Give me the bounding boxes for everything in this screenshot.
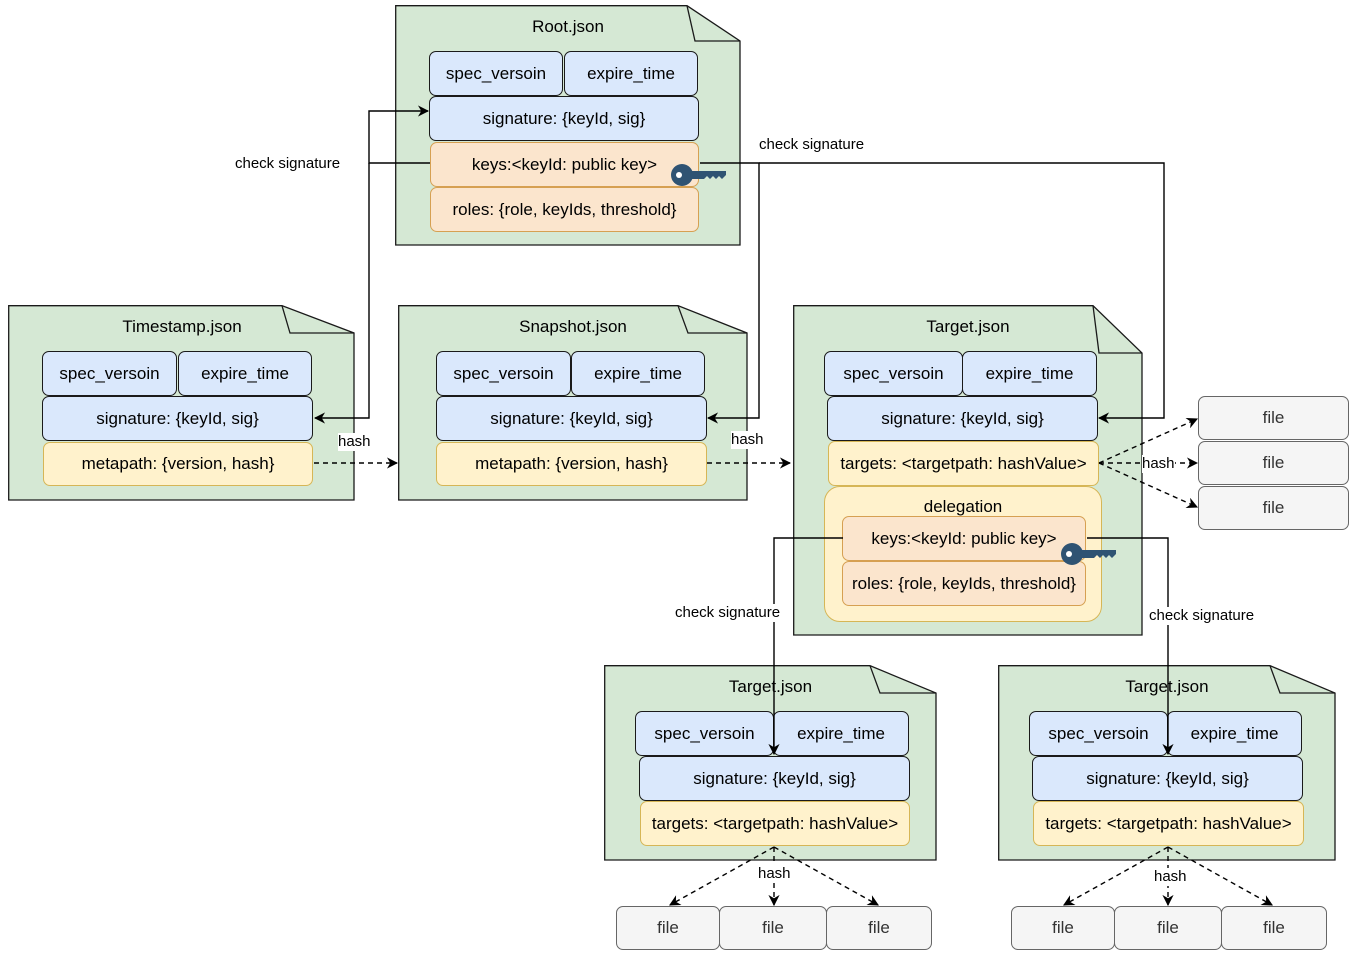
check-signature-connector [759,162,1165,424]
targets-field[interactable]: targets: <targetpath: hashValue> [828,441,1099,486]
file-box[interactable]: file [826,906,932,950]
keys-field[interactable]: keys:<keyId: public key> [430,142,699,187]
signature-field[interactable]: signature: {keyId, sig} [1032,756,1303,801]
targets-field[interactable]: targets: <targetpath: hashValue> [640,801,910,846]
metapath-field[interactable]: metapath: {version, hash} [43,442,313,486]
document-title: Snapshot.json [519,317,627,336]
hash-connector [1167,846,1273,906]
check-signature-connector [368,105,430,164]
file-box[interactable]: file [719,906,827,950]
delegation-keys-field[interactable]: keys:<keyId: public key> [842,516,1086,561]
check-signature-label: check signature [1149,607,1255,625]
spec-version-field[interactable]: spec_versoin [429,51,563,96]
hash-label: hash [758,865,791,883]
expire-time-field[interactable]: expire_time [571,351,705,396]
document-title: Target.json [728,677,813,696]
spec-version-field[interactable]: spec_versoin [436,351,571,396]
spec-version-field[interactable]: spec_versoin [1029,711,1168,756]
target-json-document: Target.json spec_versoin expire_time sig… [793,305,1143,636]
expire-time-field[interactable]: expire_time [962,351,1097,396]
file-box[interactable]: file [616,906,720,950]
targets-field[interactable]: targets: <targetpath: hashValue> [1033,801,1304,846]
signature-field[interactable]: signature: {keyId, sig} [429,96,699,141]
file-box[interactable]: file [1198,441,1349,485]
expire-time-field[interactable]: expire_time [564,51,698,96]
spec-version-field[interactable]: spec_versoin [824,351,963,396]
expire-time-field[interactable]: expire_time [773,711,909,756]
key-icon [1061,543,1116,565]
root-json-document: Root.json spec_versoin expire_time signa… [395,5,741,246]
hash-label: hash [1142,455,1175,473]
document-title: Target.json [1125,677,1209,696]
delegation-roles-field[interactable]: roles: {role, keyIds, threshold} [842,561,1086,606]
hash-label: hash [1154,868,1187,886]
document-title: Target.json [926,317,1010,336]
file-box[interactable]: file [1011,906,1115,950]
target-right-json-document: Target.json spec_versoin expire_time sig… [998,665,1336,861]
check-signature-connector [768,537,843,756]
signature-field[interactable]: signature: {keyId, sig} [639,756,910,801]
check-signature-connector [700,162,760,424]
hash-connector [669,846,775,906]
expire-time-field[interactable]: expire_time [178,351,312,396]
check-signature-connector [313,163,370,424]
hash-connector [1063,846,1169,906]
metapath-field[interactable]: metapath: {version, hash} [436,442,707,486]
file-box[interactable]: file [1198,486,1349,530]
target-left-json-document: Target.json spec_versoin expire_time sig… [604,665,937,861]
spec-version-field[interactable]: spec_versoin [635,711,774,756]
hash-connector [773,846,879,906]
signature-field[interactable]: signature: {keyId, sig} [42,396,313,441]
delegation-title: delegation [923,497,1003,516]
signature-field[interactable]: signature: {keyId, sig} [827,396,1098,441]
check-signature-label: check signature [675,604,781,622]
check-signature-connector [1087,537,1174,756]
key-icon [671,164,726,186]
spec-version-field[interactable]: spec_versoin [42,351,177,396]
file-box[interactable]: file [1198,396,1349,440]
expire-time-field[interactable]: expire_time [1167,711,1302,756]
file-box[interactable]: file [1221,906,1327,950]
timestamp-json-document: Timestamp.json spec_versoin expire_time … [8,305,356,501]
hash-label: hash [731,431,764,449]
snapshot-json-document: Snapshot.json spec_versoin expire_time s… [398,305,748,501]
check-signature-label: check signature [235,155,341,173]
check-signature-label: check signature [759,136,865,154]
document-title: Root.json [532,17,604,36]
signature-field[interactable]: signature: {keyId, sig} [436,396,707,441]
document-title: Timestamp.json [122,317,242,336]
roles-field[interactable]: roles: {role, keyIds, threshold} [430,187,699,232]
hash-label: hash [338,433,371,451]
file-box[interactable]: file [1114,906,1222,950]
